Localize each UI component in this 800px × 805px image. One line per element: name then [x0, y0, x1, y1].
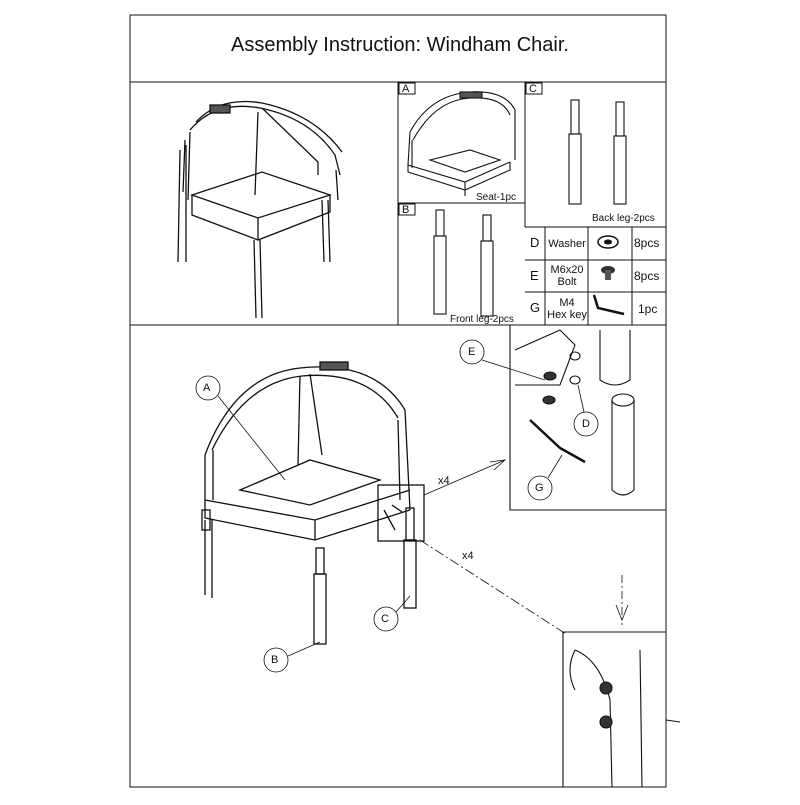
callout-circle-c — [373, 606, 399, 632]
chair-assembly-drawing — [201, 361, 425, 645]
washer-icon — [597, 235, 619, 249]
callout-leaders — [195, 339, 629, 673]
letter-box-b — [398, 203, 416, 216]
callout-e-label: E — [468, 346, 476, 358]
seat-part-drawing — [407, 91, 516, 196]
callout-circle-e — [459, 339, 485, 365]
callout-circle-g — [527, 475, 553, 501]
callout-circle-d — [573, 411, 599, 437]
back-legs-drawing — [568, 99, 627, 205]
chair-overview-drawing — [177, 100, 343, 319]
hardware-g-name-2: Hex key — [547, 309, 587, 321]
callout-b-label: B — [271, 654, 279, 666]
panel-c-letter: C — [529, 83, 537, 95]
hardware-d-qty: 8pcs — [634, 236, 660, 250]
panel-b-letter: B — [402, 204, 410, 216]
callout-a-label: A — [203, 382, 211, 394]
hardware-e-qty: 8pcs — [634, 269, 660, 283]
hardware-d-name: Washer — [548, 238, 586, 250]
assembled-detail-drawing — [562, 631, 681, 788]
hardware-e-letter: E — [530, 268, 539, 283]
front-leg-caption: Front leg-2pcs — [450, 314, 514, 325]
bolt-detail-drawing — [509, 325, 666, 511]
hardware-icons — [592, 235, 625, 316]
hex-key-icon — [592, 294, 625, 316]
seat-caption: Seat-1pc — [476, 192, 517, 203]
multiplier-label-1: x4 — [438, 475, 450, 487]
frame-lines — [129, 14, 667, 788]
callout-circle-a — [195, 375, 221, 401]
multiplier-label-2: x4 — [462, 550, 474, 562]
hardware-g-qty: 1pc — [638, 302, 658, 316]
page-title: Assembly Instruction: Windham Chair. — [231, 34, 569, 56]
callout-c-label: C — [381, 613, 389, 625]
panel-a-letter: A — [402, 83, 410, 95]
outer-frame — [129, 14, 667, 788]
hardware-g-letter: G — [530, 300, 541, 315]
washer-hole-icon — [604, 239, 612, 245]
callout-d-label: D — [582, 418, 590, 430]
letter-box-c — [525, 82, 543, 95]
bolt-shaft-icon — [605, 270, 611, 280]
letter-box-a — [398, 82, 416, 95]
callout-g-label: G — [535, 482, 544, 494]
hardware-d-letter: D — [530, 235, 540, 250]
front-legs-drawing — [433, 209, 494, 317]
callout-circle-b — [263, 647, 289, 673]
back-leg-caption: Back leg-2pcs — [592, 213, 655, 224]
hardware-e-name-2: Bolt — [557, 276, 577, 288]
hardware-e-name-1: M6x20 — [550, 264, 584, 276]
hardware-g-name-1: M4 — [559, 297, 575, 309]
